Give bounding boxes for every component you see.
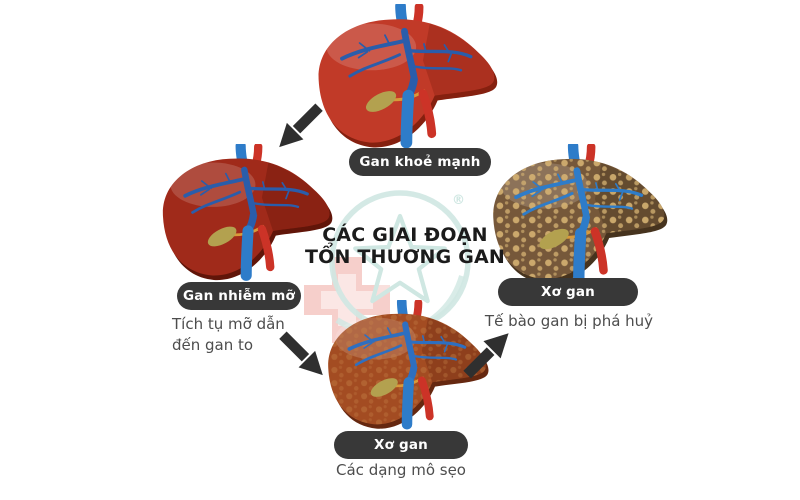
stage-label-healthy: Gan khoẻ mạnh [349,148,491,176]
arrow-head [298,350,323,376]
title-line2: TỔN THƯƠNG GAN [304,246,506,268]
liver-fatty-illustration [150,140,335,292]
arrow-healthy-to-fatty-icon [279,103,323,148]
stage-label-fibrosis: Xơ gan [334,431,468,459]
stage-description-cirrhosis: Tế bào gan bị phá huỷ [484,312,654,330]
registered-trademark: ® [452,193,465,208]
arrow-fibrosis-to-cirrhosis-icon [463,333,509,379]
liver-cirrhosis-illustration [480,140,670,296]
stage-label-cirrhosis: Xơ gan [498,278,638,306]
fatty-description-line1: Tích tụ mỡ dẫn [172,315,285,333]
page-title: CÁC GIAI ĐOẠN TỔN THƯƠNG GAN [302,224,508,268]
arrow-head [483,333,509,359]
title-line1: CÁC GIAI ĐOẠN [322,224,488,246]
liver-fibrosis-illustration [316,296,491,440]
fatty-description-line2: đến gan to [172,336,254,354]
arrow-fatty-to-fibrosis-icon [279,331,323,376]
liver-healthy-illustration [305,0,500,160]
arrow-shaft [279,331,310,362]
stage-label-fatty: Gan nhiễm mỡ [177,282,301,310]
arrow-head [279,122,304,148]
arrow-shaft [292,103,323,134]
arrow-shaft [463,347,495,379]
stage-description-fatty: Tích tụ mỡ dẫn đến gan to [172,314,322,356]
stage-description-fibrosis: Các dạng mô sẹo [336,461,466,479]
